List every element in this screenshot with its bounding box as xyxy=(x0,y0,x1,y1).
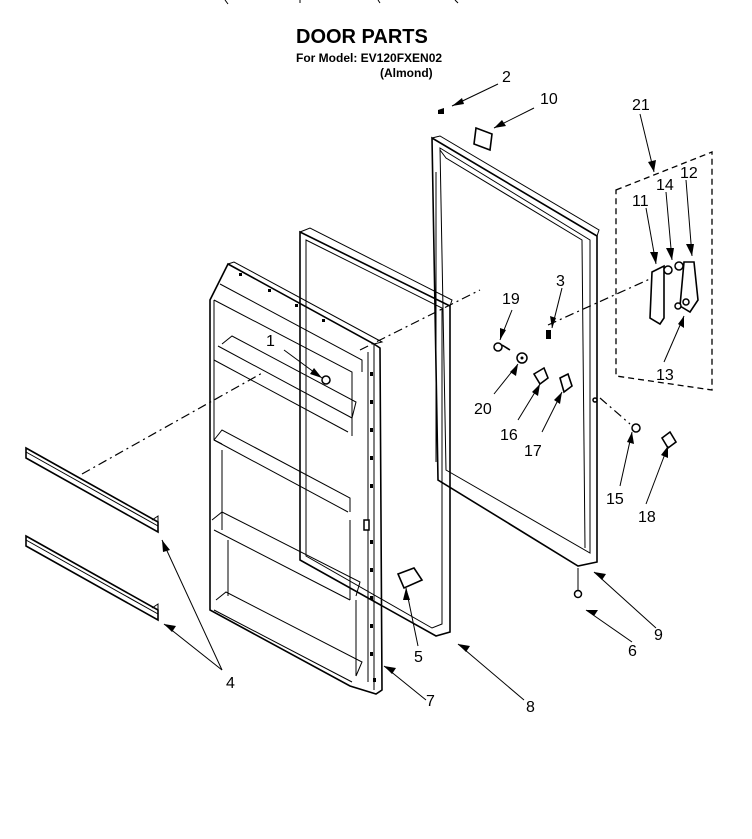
model-line: For Model: EV120FXEN02 xyxy=(296,51,442,65)
callout-16: 16 xyxy=(500,427,518,444)
callout-6: 6 xyxy=(628,643,637,660)
callout-labels: 2 10 21 12 14 11 3 19 1 13 20 16 17 15 1… xyxy=(226,69,698,716)
callout-2: 2 xyxy=(502,69,511,86)
page-title: DOOR PARTS xyxy=(296,26,428,48)
callout-17: 17 xyxy=(524,443,542,460)
callout-15: 15 xyxy=(606,491,624,508)
liner-screw-holes xyxy=(239,273,376,682)
hardware-parts xyxy=(321,108,678,599)
door-trim-strip-lower xyxy=(25,534,159,622)
color-line: (Almond) xyxy=(380,66,433,80)
callout-8: 8 xyxy=(526,699,535,716)
alignment-lines xyxy=(81,277,653,475)
callout-4: 4 xyxy=(226,675,235,692)
outer-door-panel xyxy=(431,135,600,567)
callout-20: 20 xyxy=(474,401,492,418)
callout-10: 10 xyxy=(540,91,558,108)
callout-7: 7 xyxy=(426,693,435,710)
door-trim-strip-upper xyxy=(25,446,159,534)
hinge-parts xyxy=(649,261,699,326)
top-edge-artifact xyxy=(224,0,459,5)
callout-9: 9 xyxy=(654,627,663,644)
leader-lines xyxy=(161,83,693,701)
callout-3: 3 xyxy=(556,273,565,290)
hinge-kit-box xyxy=(615,151,713,391)
arrowheads xyxy=(162,98,694,674)
callout-5: 5 xyxy=(414,649,423,666)
callout-12: 12 xyxy=(680,165,698,182)
callout-19: 19 xyxy=(502,291,520,308)
callout-11: 11 xyxy=(632,193,649,210)
callout-18: 18 xyxy=(638,509,656,526)
callout-13: 13 xyxy=(656,367,674,384)
callout-1: 1 xyxy=(266,333,275,350)
callout-14: 14 xyxy=(656,177,674,194)
callout-21: 21 xyxy=(632,97,650,114)
door-gasket xyxy=(299,227,453,637)
door-liner xyxy=(209,261,384,695)
